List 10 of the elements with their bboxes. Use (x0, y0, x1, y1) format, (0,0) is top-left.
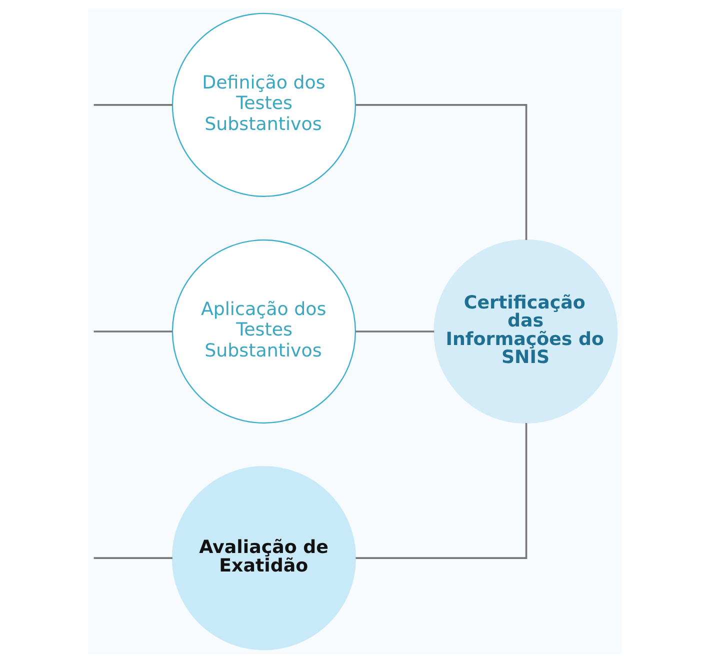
connector (94, 330, 172, 332)
node-circle: Avaliação de Exatidão (172, 466, 356, 650)
connector (356, 423, 528, 559)
node-circle: Aplicação dos Testes Substantivos (172, 239, 356, 424)
node-circle: Certificação das Informações do SNIS (434, 239, 618, 424)
connector (94, 104, 172, 106)
connector (356, 330, 434, 332)
connector (94, 557, 172, 559)
connector (356, 104, 528, 240)
node-circle: Definição dos Testes Substantivos (172, 12, 356, 197)
